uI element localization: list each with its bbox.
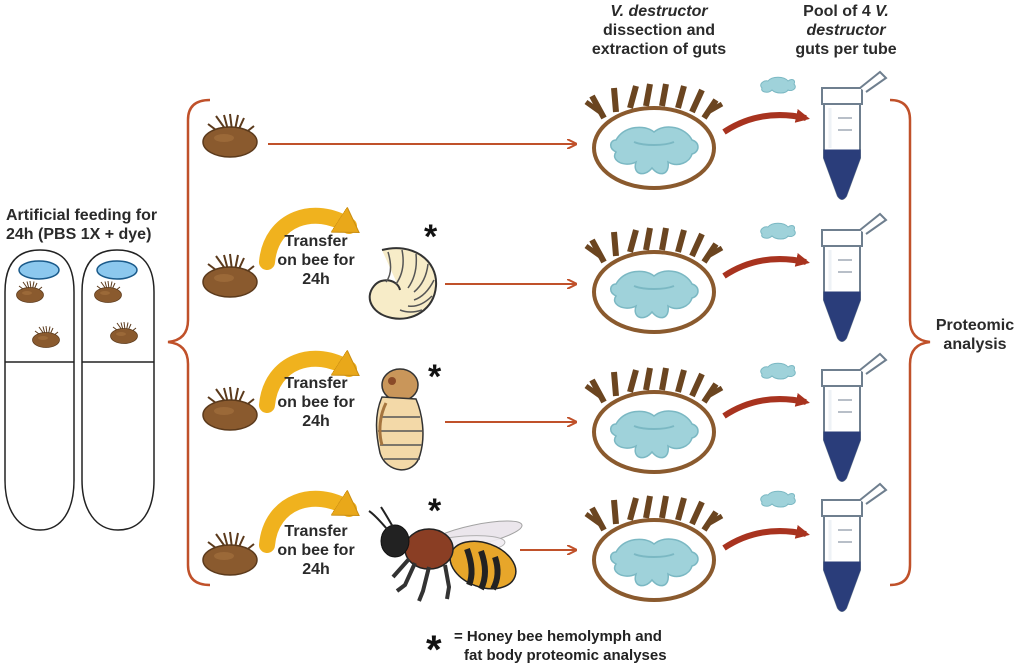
transfer-line2: on bee for: [277, 394, 355, 411]
feeding-tubes: [4, 249, 155, 531]
transfer-line2: on bee for: [277, 252, 355, 269]
dissection-header-line3: extraction of guts: [591, 41, 727, 58]
dissection-header-species: V. destructor: [610, 3, 708, 20]
pool-header: Pool of 4 V. destructor guts per tube: [776, 2, 916, 59]
transfer-label-pupa: Transfer on bee for 24h: [268, 374, 364, 431]
mite-icon: [202, 113, 258, 158]
dissection-header: V. destructor dissection and extraction …: [574, 2, 744, 59]
dissection-header-line1: V. destructor: [574, 2, 744, 21]
dissection-header-line2: dissection and: [602, 22, 716, 39]
transfer-line3: 24h: [302, 413, 330, 430]
pupa-icon: [375, 368, 424, 471]
transfer-line2: on bee for: [277, 542, 355, 559]
gut-icon: [760, 362, 796, 380]
mite-icon: [202, 253, 258, 298]
legend-star: *: [426, 628, 442, 672]
legend-line1: = Honey bee hemolymph and: [454, 628, 662, 645]
right-brace: [889, 98, 931, 587]
proteomic-line1: Proteomic: [935, 317, 1015, 334]
gut-icon: [760, 76, 796, 94]
adult-bee-icon: [368, 506, 523, 602]
star-marker-adult: *: [428, 492, 442, 530]
pool-header-line1: Pool of 4 V.: [776, 2, 916, 21]
dissected-mite-icon: [586, 84, 722, 188]
dissected-mite-icon: [586, 496, 722, 600]
eppendorf-tube-icon: [820, 212, 888, 343]
pool-header-genus: V.: [875, 3, 889, 20]
mite-icon: [202, 531, 258, 576]
transfer-label-larva: Transfer on bee for 24h: [268, 232, 364, 289]
transfer-line1: Transfer: [284, 233, 348, 250]
feeding-tube-1: [4, 249, 75, 531]
mite-icon: [202, 386, 258, 431]
pool-header-line3: guts per tube: [795, 41, 897, 58]
row1-curved-arrow: [722, 109, 810, 135]
gut-icon: [760, 222, 796, 240]
feeding-tube-2: [81, 249, 155, 531]
proteomic-line2: analysis: [943, 336, 1007, 353]
pool-header-line2: destructor: [776, 21, 916, 40]
left-brace: [167, 98, 211, 587]
transfer-label-adult: Transfer on bee for 24h: [268, 522, 364, 579]
transfer-line3: 24h: [302, 271, 330, 288]
transfer-line3: 24h: [302, 561, 330, 578]
pool-header-species: destructor: [806, 22, 886, 39]
transfer-line1: Transfer: [284, 375, 348, 392]
eppendorf-tube-icon: [820, 482, 888, 613]
star-marker-larva: *: [424, 218, 438, 256]
artificial-feeding-line1: Artificial feeding for: [6, 207, 158, 224]
pool-header-prefix: Pool of 4: [803, 3, 876, 20]
dissected-mite-icon: [586, 368, 722, 472]
artificial-feeding-line2: 24h (PBS 1X + dye): [6, 226, 152, 243]
row3-curved-arrow: [722, 393, 810, 419]
legend-text: = Honey bee hemolymph and fat body prote…: [454, 627, 667, 665]
proteomic-analysis-label: Proteomic analysis: [930, 316, 1020, 354]
gut-icon: [760, 490, 796, 508]
row4-curved-arrow: [722, 525, 810, 551]
artificial-feeding-label: Artificial feeding for 24h (PBS 1X + dye…: [6, 206, 157, 244]
eppendorf-tube-icon: [820, 70, 888, 201]
transfer-line1: Transfer: [284, 523, 348, 540]
star-marker-pupa: *: [428, 358, 442, 396]
eppendorf-tube-icon: [820, 352, 888, 483]
dissected-mite-icon: [586, 228, 722, 332]
row2-curved-arrow: [722, 253, 810, 279]
legend-line2: fat body proteomic analyses: [464, 647, 667, 664]
larva-icon: [368, 247, 438, 320]
